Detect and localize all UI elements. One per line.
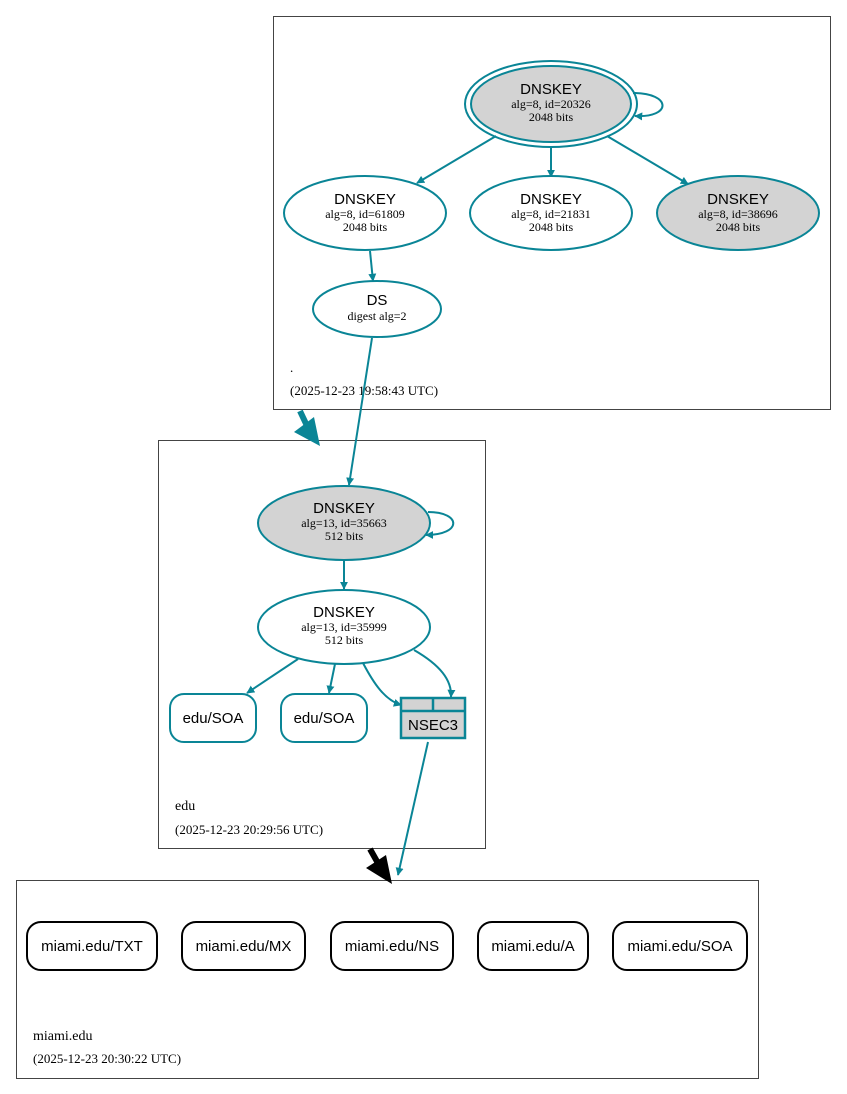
edge-root-ksk-to-zsk1 [416,135,497,184]
edge-root-ksk-to-zsk3 [606,135,689,185]
miami-record-soa-label: miami.edu/SOA [627,938,732,955]
miami-record-txt-label: miami.edu/TXT [41,938,143,955]
zone-edu-box [158,440,486,849]
edu-zsk-line2: 512 bits [325,633,364,647]
root-zsk2-line2: 2048 bits [529,220,574,234]
edu-soa-2-label: edu/SOA [294,710,355,727]
root-zsk1-title: DNSKEY [334,191,396,208]
zone-miami-timestamp: (2025-12-23 20:30:22 UTC) [33,1051,181,1066]
root-zsk2-line1: alg=8, id=21831 [511,207,591,221]
miami-record-a-label: miami.edu/A [491,938,574,955]
zone-root-box [273,16,831,410]
miami-record-mx-label: miami.edu/MX [196,938,292,955]
root-ds-line1: digest alg=2 [347,309,406,323]
root-ksk-line2: 2048 bits [529,110,574,124]
zone-miami-box [16,880,759,1079]
edu-ksk-node: DNSKEY alg=13, id=35663 512 bits [257,485,431,561]
miami-record-mx: miami.edu/MX [181,921,306,971]
root-ksk-title: DNSKEY [520,81,582,98]
zone-miami-name: miami.edu [33,1029,93,1044]
root-zsk3-line1: alg=8, id=38696 [698,207,778,221]
root-zsk1-line1: alg=8, id=61809 [325,207,405,221]
zone-edu-name: edu [175,799,195,814]
root-zsk1-line2: 2048 bits [343,220,388,234]
root-ksk-node: DNSKEY alg=8, id=20326 2048 bits [464,60,638,148]
edge-edu-zsk-to-nsec3-a [362,662,402,707]
edu-ksk-title: DNSKEY [313,500,375,517]
miami-records-group: miami.edu/TXT miami.edu/MX miami.edu/NS mia… [26,921,748,971]
edu-ksk-line2: 512 bits [325,529,364,543]
edu-nsec3-node: NSEC3 [399,696,467,740]
zone-root-name: . [290,360,293,375]
root-zsk2-node: DNSKEY alg=8, id=21831 2048 bits [469,175,633,251]
edge-edu-zsk-to-soa2 [326,663,336,694]
edu-soa-1-label: edu/SOA [183,710,244,727]
root-zsk3-title: DNSKEY [707,191,769,208]
root-zsk3-line2: 2048 bits [716,220,761,234]
miami-record-a: miami.edu/A [477,921,589,971]
root-ksk-line1: alg=8, id=20326 [511,97,591,111]
zone-edu-timestamp: (2025-12-23 20:29:56 UTC) [175,822,323,837]
edu-zsk-title: DNSKEY [313,604,375,621]
edge-edu-ksk-self [425,511,455,539]
edu-ksk-line1: alg=13, id=35663 [301,516,387,530]
miami-record-txt: miami.edu/TXT [26,921,158,971]
miami-record-soa: miami.edu/SOA [612,921,748,971]
root-zsk2-title: DNSKEY [520,191,582,208]
miami-record-ns-label: miami.edu/NS [345,938,439,955]
root-zsk3-node: DNSKEY alg=8, id=38696 2048 bits [656,175,820,251]
edu-soa-node-1: edu/SOA [169,693,257,743]
edge-nsec3-to-miami [395,741,429,876]
edge-edu-zsk-to-soa1 [246,658,299,694]
edu-zsk-node: DNSKEY alg=13, id=35999 512 bits [257,589,431,665]
root-ds-title: DS [367,292,388,309]
root-zsk1-node: DNSKEY alg=8, id=61809 2048 bits [283,175,447,251]
root-ds-node: DS digest alg=2 [312,280,442,338]
edu-soa-node-2: edu/SOA [280,693,368,743]
miami-record-ns: miami.edu/NS [330,921,454,971]
edu-zsk-line1: alg=13, id=35999 [301,620,387,634]
delegation-arrow-root-to-edu [294,409,320,446]
edge-root-zsk1-to-ds [368,250,377,282]
edge-ds-to-edu-ksk [346,337,373,486]
edge-edu-zsk-to-nsec3-b [413,649,456,698]
edu-nsec3-label: NSEC3 [408,717,458,734]
edge-root-ksk-self [632,92,664,121]
delegation-arrow-edu-to-miami [366,847,392,884]
